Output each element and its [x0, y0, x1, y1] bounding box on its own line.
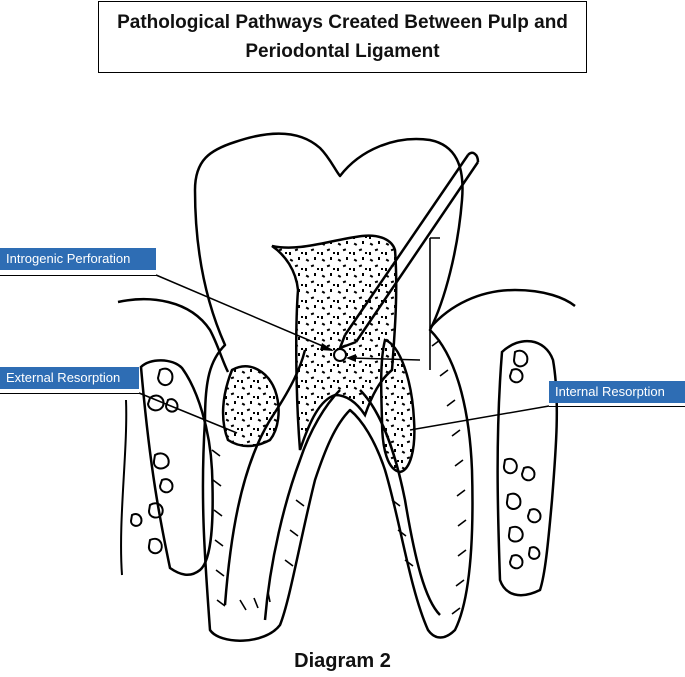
- right-alveolar-bone: [496, 339, 559, 597]
- internal-resorption-defect: [379, 338, 416, 474]
- gum-outline: [117, 288, 576, 373]
- label-internal-resorption: Internal Resorption: [549, 381, 685, 403]
- pulp-chamber: [271, 234, 398, 451]
- title-line-1: Pathological Pathways Created Between Pu…: [117, 12, 568, 33]
- pdl-hatch-left: [211, 449, 305, 611]
- leader-arrowheads: [320, 343, 356, 362]
- leader-lines: [138, 274, 550, 434]
- title-line-2: Periodontal Ligament: [245, 41, 440, 62]
- label-external-resorption: External Resorption: [0, 367, 139, 389]
- perforation-point: [333, 348, 347, 362]
- label-iatrogenic-underline: [0, 275, 156, 276]
- label-iatrogenic-perforation: Introgenic Perforation: [0, 248, 156, 270]
- bracket-line: [429, 237, 440, 370]
- label-external-underline: [0, 393, 139, 394]
- label-internal-underline: [549, 406, 685, 407]
- external-resorption-defect: [221, 365, 280, 448]
- pdl-hatch-right: [391, 339, 467, 615]
- diagram-title-box: Pathological Pathways Created Between Pu…: [98, 1, 587, 73]
- diagram-caption: Diagram 2: [294, 650, 391, 672]
